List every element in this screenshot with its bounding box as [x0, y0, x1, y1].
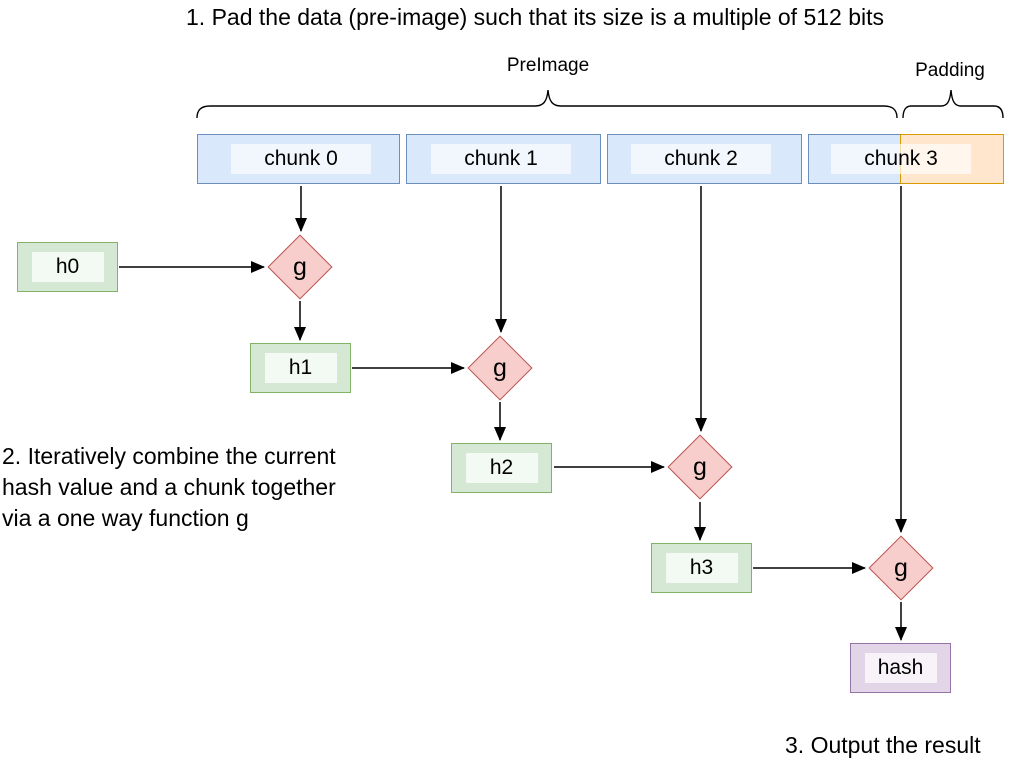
g2-diamond: g [467, 335, 533, 401]
preimage-brace-label: PreImage [506, 55, 590, 76]
h2-box: h2 [451, 443, 552, 493]
preimage-brace [196, 89, 898, 119]
g3-diamond: g [667, 434, 733, 500]
step1-annotation: 1. Pad the data (pre-image) such that it… [186, 4, 885, 30]
h1-box: h1 [250, 343, 351, 393]
h1-label: h1 [264, 353, 337, 383]
chunk0-label: chunk 0 [231, 144, 371, 174]
chunk2-label: chunk 2 [631, 144, 771, 174]
h2-label: h2 [465, 453, 538, 483]
g4-diamond: g [868, 535, 934, 601]
g2-label: g [493, 353, 507, 382]
hash-output-box: hash [850, 643, 951, 693]
step3-annotation: 3. Output the result [785, 732, 981, 758]
g3-label: g [693, 452, 707, 481]
g1-diamond: g [267, 234, 333, 300]
hash-output-label: hash [864, 653, 937, 683]
chunk1-label: chunk 1 [431, 144, 571, 174]
g1-label: g [293, 252, 307, 281]
step2-annotation: 2. Iteratively combine the current hash … [2, 443, 336, 531]
g4-label: g [894, 553, 908, 582]
h0-box: h0 [17, 242, 118, 292]
padding-brace-label: Padding [915, 60, 985, 81]
h3-box: h3 [651, 543, 752, 593]
padding-brace [902, 89, 1004, 119]
h0-label: h0 [31, 252, 104, 282]
h3-label: h3 [665, 553, 738, 583]
chunk3-label: chunk 3 [831, 144, 971, 174]
